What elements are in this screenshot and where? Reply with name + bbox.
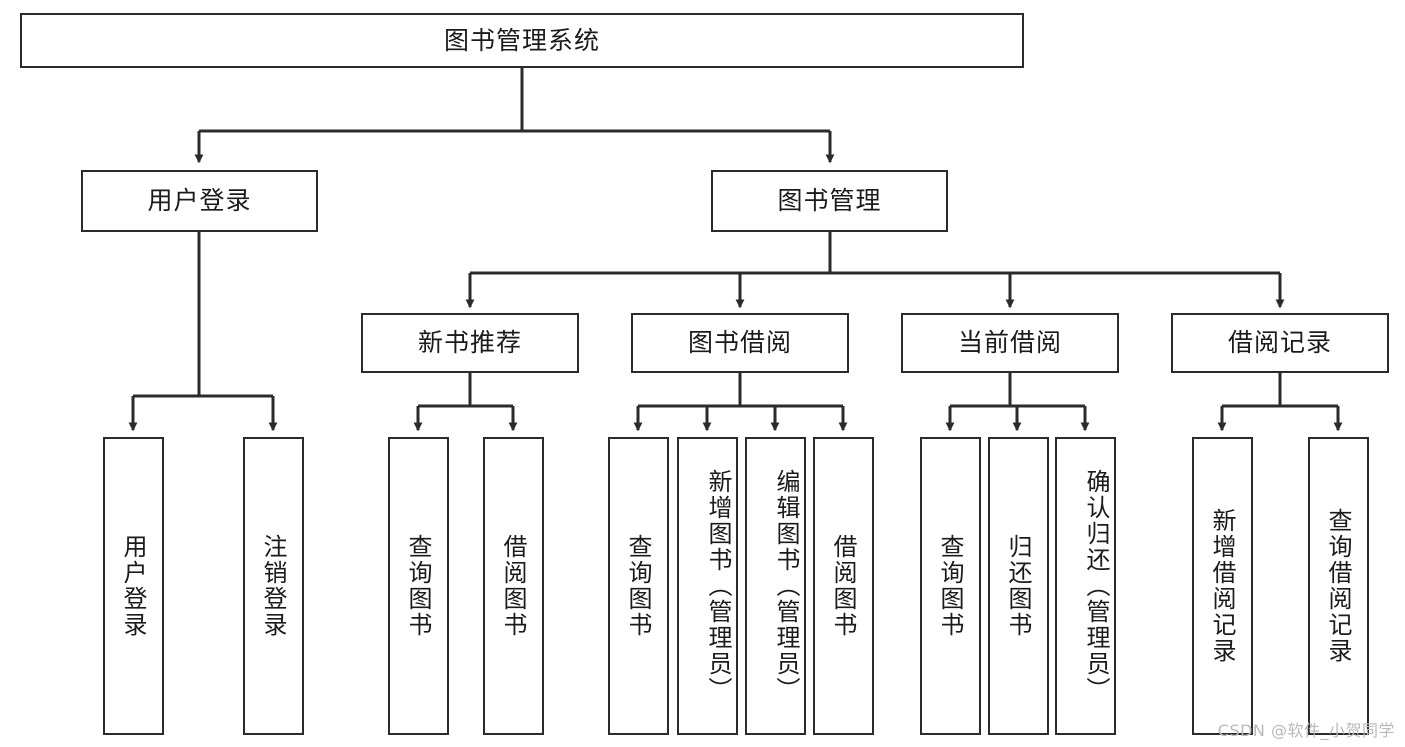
node-leaf-query-borrow-record-label: 查询借阅记录 <box>1324 508 1352 664</box>
node-leaf-add-book[interactable]: 新增图书（管理员） <box>677 437 738 735</box>
node-leaf-user-login[interactable]: 用户登录 <box>103 437 164 735</box>
node-leaf-query-book-borrow[interactable]: 查询图书 <box>608 437 669 735</box>
node-leaf-confirm-return[interactable]: 确认归还（管理员） <box>1055 437 1116 735</box>
node-leaf-confirm-return-label: 确认归还（管理员） <box>1082 469 1110 703</box>
node-leaf-return-book[interactable]: 归还图书 <box>988 437 1049 735</box>
node-borrow-records-label: 借阅记录 <box>1227 328 1332 358</box>
node-leaf-query-book-new-label: 查询图书 <box>404 534 432 638</box>
node-leaf-borrow-book[interactable]: 借阅图书 <box>813 437 874 735</box>
node-leaf-edit-book[interactable]: 编辑图书（管理员） <box>745 437 806 735</box>
node-book-management-label: 图书管理 <box>777 186 882 216</box>
node-root[interactable]: 图书管理系统 <box>20 13 1024 68</box>
watermark-text: CSDN @软件_小贺同学 <box>1217 721 1395 740</box>
node-leaf-add-borrow-record-label: 新增借阅记录 <box>1208 508 1236 664</box>
node-leaf-query-borrow-record[interactable]: 查询借阅记录 <box>1308 437 1369 735</box>
node-leaf-query-book-current[interactable]: 查询图书 <box>920 437 981 735</box>
node-leaf-add-book-label: 新增图书（管理员） <box>704 469 732 703</box>
node-new-book-recommendation[interactable]: 新书推荐 <box>361 313 579 373</box>
node-user-login-label: 用户登录 <box>147 186 252 216</box>
node-current-borrow-label: 当前借阅 <box>957 328 1062 358</box>
node-leaf-logout[interactable]: 注销登录 <box>243 437 304 735</box>
node-leaf-user-login-label: 用户登录 <box>119 534 147 638</box>
node-leaf-edit-book-label: 编辑图书（管理员） <box>772 469 800 703</box>
node-leaf-return-book-label: 归还图书 <box>1004 534 1032 638</box>
node-leaf-add-borrow-record[interactable]: 新增借阅记录 <box>1192 437 1253 735</box>
node-book-borrow[interactable]: 图书借阅 <box>631 313 849 373</box>
node-leaf-borrow-book-label: 借阅图书 <box>829 534 857 638</box>
node-leaf-query-book-borrow-label: 查询图书 <box>624 534 652 638</box>
node-leaf-borrow-book-new-label: 借阅图书 <box>499 534 527 638</box>
node-book-borrow-label: 图书借阅 <box>687 328 792 358</box>
node-borrow-records[interactable]: 借阅记录 <box>1171 313 1389 373</box>
node-user-login[interactable]: 用户登录 <box>81 170 318 232</box>
node-new-book-recommendation-label: 新书推荐 <box>417 328 522 358</box>
node-leaf-query-book-new[interactable]: 查询图书 <box>388 437 449 735</box>
node-current-borrow[interactable]: 当前借阅 <box>901 313 1119 373</box>
node-leaf-query-book-current-label: 查询图书 <box>936 534 964 638</box>
node-book-management[interactable]: 图书管理 <box>711 170 948 232</box>
node-root-label: 图书管理系统 <box>443 25 600 55</box>
node-leaf-borrow-book-new[interactable]: 借阅图书 <box>483 437 544 735</box>
node-leaf-logout-label: 注销登录 <box>259 534 287 638</box>
